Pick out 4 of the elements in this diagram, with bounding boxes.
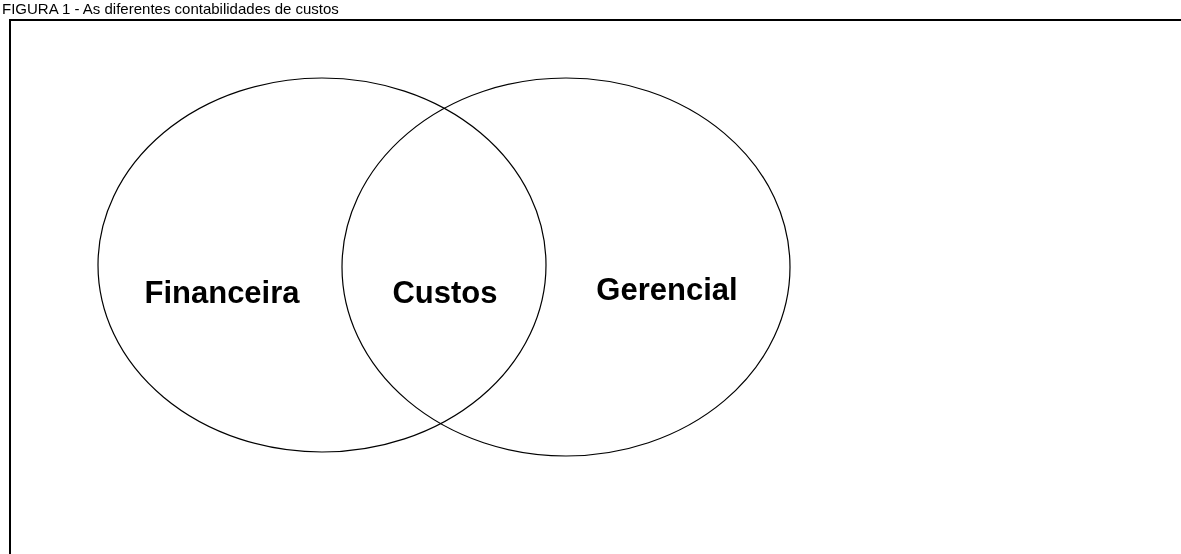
circle-label: Financeira (144, 275, 300, 311)
overlap-label: Custos (392, 275, 498, 311)
figure-title: FIGURA 1 - As diferentes contabilidades de custos (2, 0, 339, 17)
circle-label: Gerencial (596, 272, 738, 308)
